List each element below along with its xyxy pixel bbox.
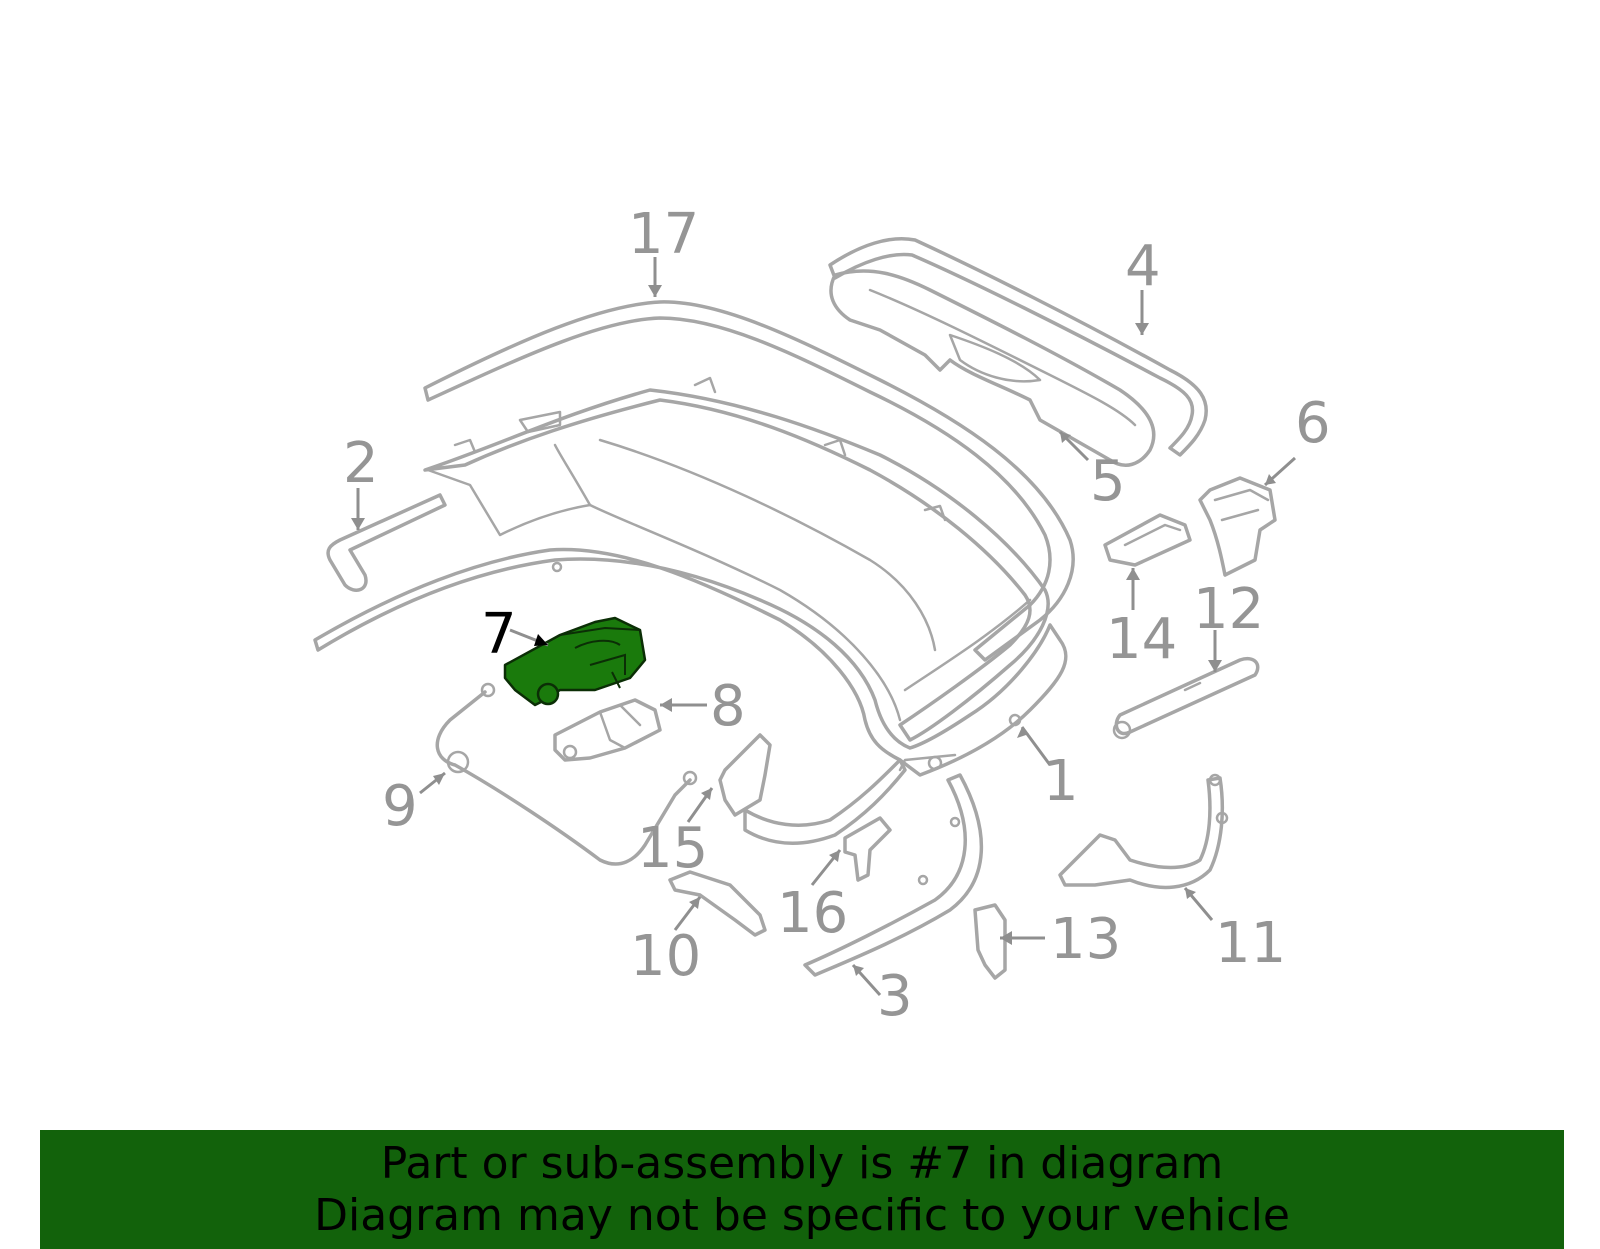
part-roof-frame: [423, 376, 1050, 742]
callout-2: 2: [343, 431, 379, 496]
callout-3: 3: [877, 964, 913, 1029]
callout-5: 5: [1090, 449, 1126, 514]
part-4-rear-bow: [828, 237, 1208, 457]
part-7-highlighted[interactable]: [503, 616, 647, 707]
part-15-hinge: [718, 733, 907, 845]
callout-9: 9: [382, 774, 418, 839]
part-11-arm: [1058, 773, 1229, 890]
leader-arrowheads: [351, 285, 1276, 976]
part-5-panel: [829, 269, 1156, 467]
part-13-bracket: [973, 903, 1007, 980]
part-14-latch: [1103, 513, 1192, 567]
callout-17: 17: [628, 202, 699, 267]
callout-6: 6: [1295, 391, 1331, 456]
part-16-bracket: [843, 816, 892, 882]
callout-15: 15: [637, 816, 708, 881]
banner-line-1: Part or sub-assembly is #7 in diagram: [380, 1137, 1224, 1189]
callout-13: 13: [1050, 907, 1121, 972]
part-17-front-rail: [423, 300, 1075, 662]
callout-16: 16: [777, 881, 848, 946]
info-banner: Part or sub-assembly is #7 in diagram Di…: [40, 1130, 1564, 1249]
callout-1: 1: [1043, 749, 1079, 814]
callout-labels: 1 2 3 4 5 6 7 8 9 10 11 12 13 14 15 16 1…: [343, 202, 1331, 1029]
callout-4: 4: [1125, 234, 1161, 299]
part-1-side-rail: [313, 547, 1068, 777]
callout-10: 10: [630, 924, 701, 989]
callout-11: 11: [1215, 911, 1286, 976]
part-6-bracket: [1198, 476, 1277, 577]
callout-8: 8: [710, 674, 746, 739]
part-3-rail: [803, 773, 984, 977]
callout-12: 12: [1193, 577, 1264, 642]
part-9-hose: [435, 682, 698, 866]
part-10-link: [668, 870, 767, 937]
part-12-strut: [1112, 657, 1260, 740]
callout-14: 14: [1106, 607, 1177, 672]
part-8-motor: [553, 698, 662, 762]
banner-line-2: Diagram may not be specific to your vehi…: [314, 1189, 1290, 1241]
part-2-trim: [326, 493, 447, 592]
callout-7[interactable]: 7: [481, 602, 517, 667]
